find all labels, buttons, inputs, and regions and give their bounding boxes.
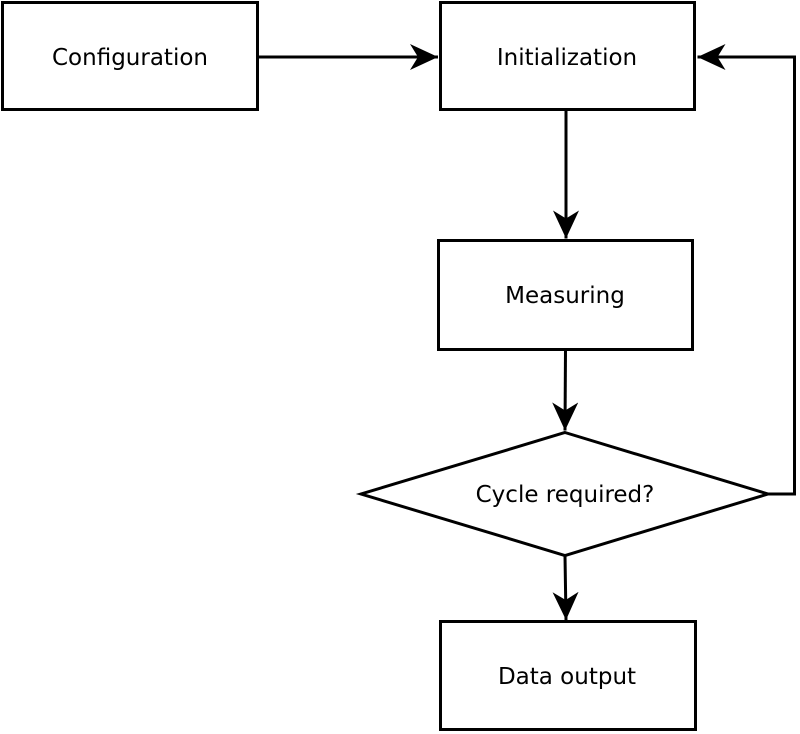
data-output-box bbox=[439, 620, 697, 731]
initialization-label: Initialization bbox=[497, 45, 637, 71]
decision-label: Cycle required? bbox=[476, 482, 655, 508]
configuration-box bbox=[1, 1, 259, 111]
measuring-box bbox=[437, 239, 694, 351]
data-output-label: Data output bbox=[498, 664, 636, 690]
initialization-box bbox=[439, 1, 696, 111]
decision-diamond bbox=[355, 430, 774, 558]
configuration-label: Configuration bbox=[52, 45, 208, 71]
arrow-decision-to-data-output bbox=[552, 555, 579, 621]
arrow-measuring-to-decision bbox=[552, 349, 579, 431]
measuring-label: Measuring bbox=[505, 283, 625, 309]
arrow-decision-feedback-to-initialization bbox=[697, 44, 796, 496]
